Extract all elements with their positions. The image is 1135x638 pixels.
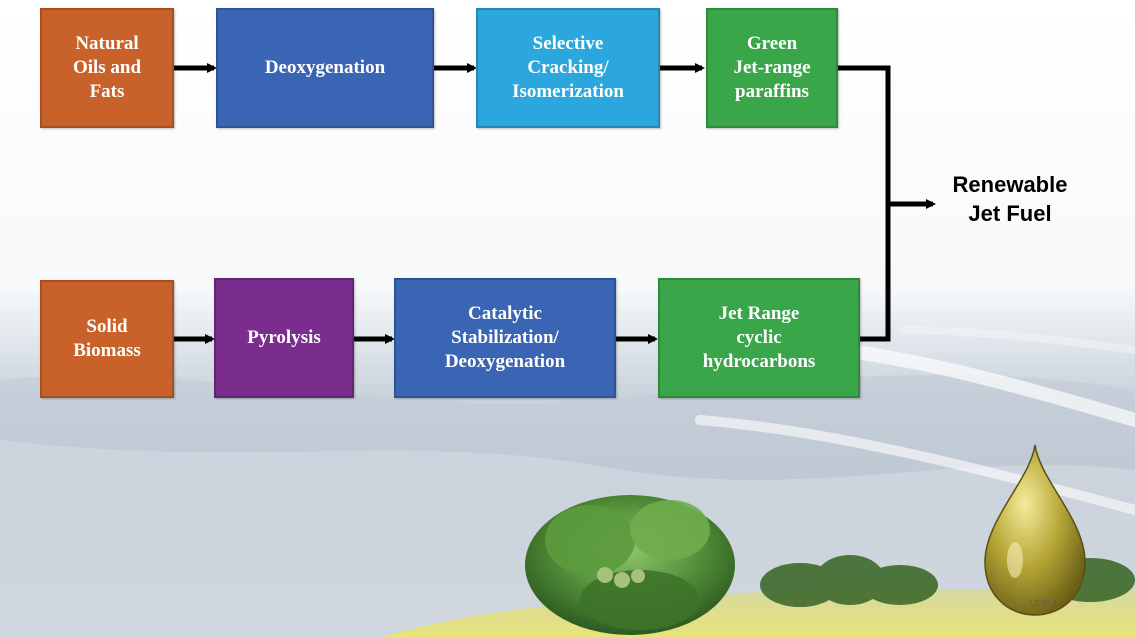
jet-contrails xyxy=(695,326,1135,515)
box-catalytic-stabilization-deoxygenation: Catalytic Stabilization/ Deoxygenation xyxy=(394,278,616,398)
box-pyrolysis: Pyrolysis xyxy=(214,278,354,398)
box-jet-range-cyclic-hydrocarbons: Jet Range cyclic hydrocarbons xyxy=(658,278,860,398)
connector-arrows xyxy=(174,63,936,344)
renewable-jet-fuel-label: Renewable Jet Fuel xyxy=(952,172,1068,226)
box-deoxygenation: Deoxygenation xyxy=(216,8,434,128)
field xyxy=(380,589,1135,638)
box-selective-cracking-isomerization: Selective Cracking/ Isomerization xyxy=(476,8,660,128)
box-solid-biomass: Solid Biomass xyxy=(40,280,174,398)
watermark: UOP 4 xyxy=(1030,598,1057,608)
plant-foliage xyxy=(525,495,735,635)
box-green-jet-range-paraffins: Green Jet-range paraffins xyxy=(706,8,838,128)
box-natural-oils-and-fats: Natural Oils and Fats xyxy=(40,8,174,128)
